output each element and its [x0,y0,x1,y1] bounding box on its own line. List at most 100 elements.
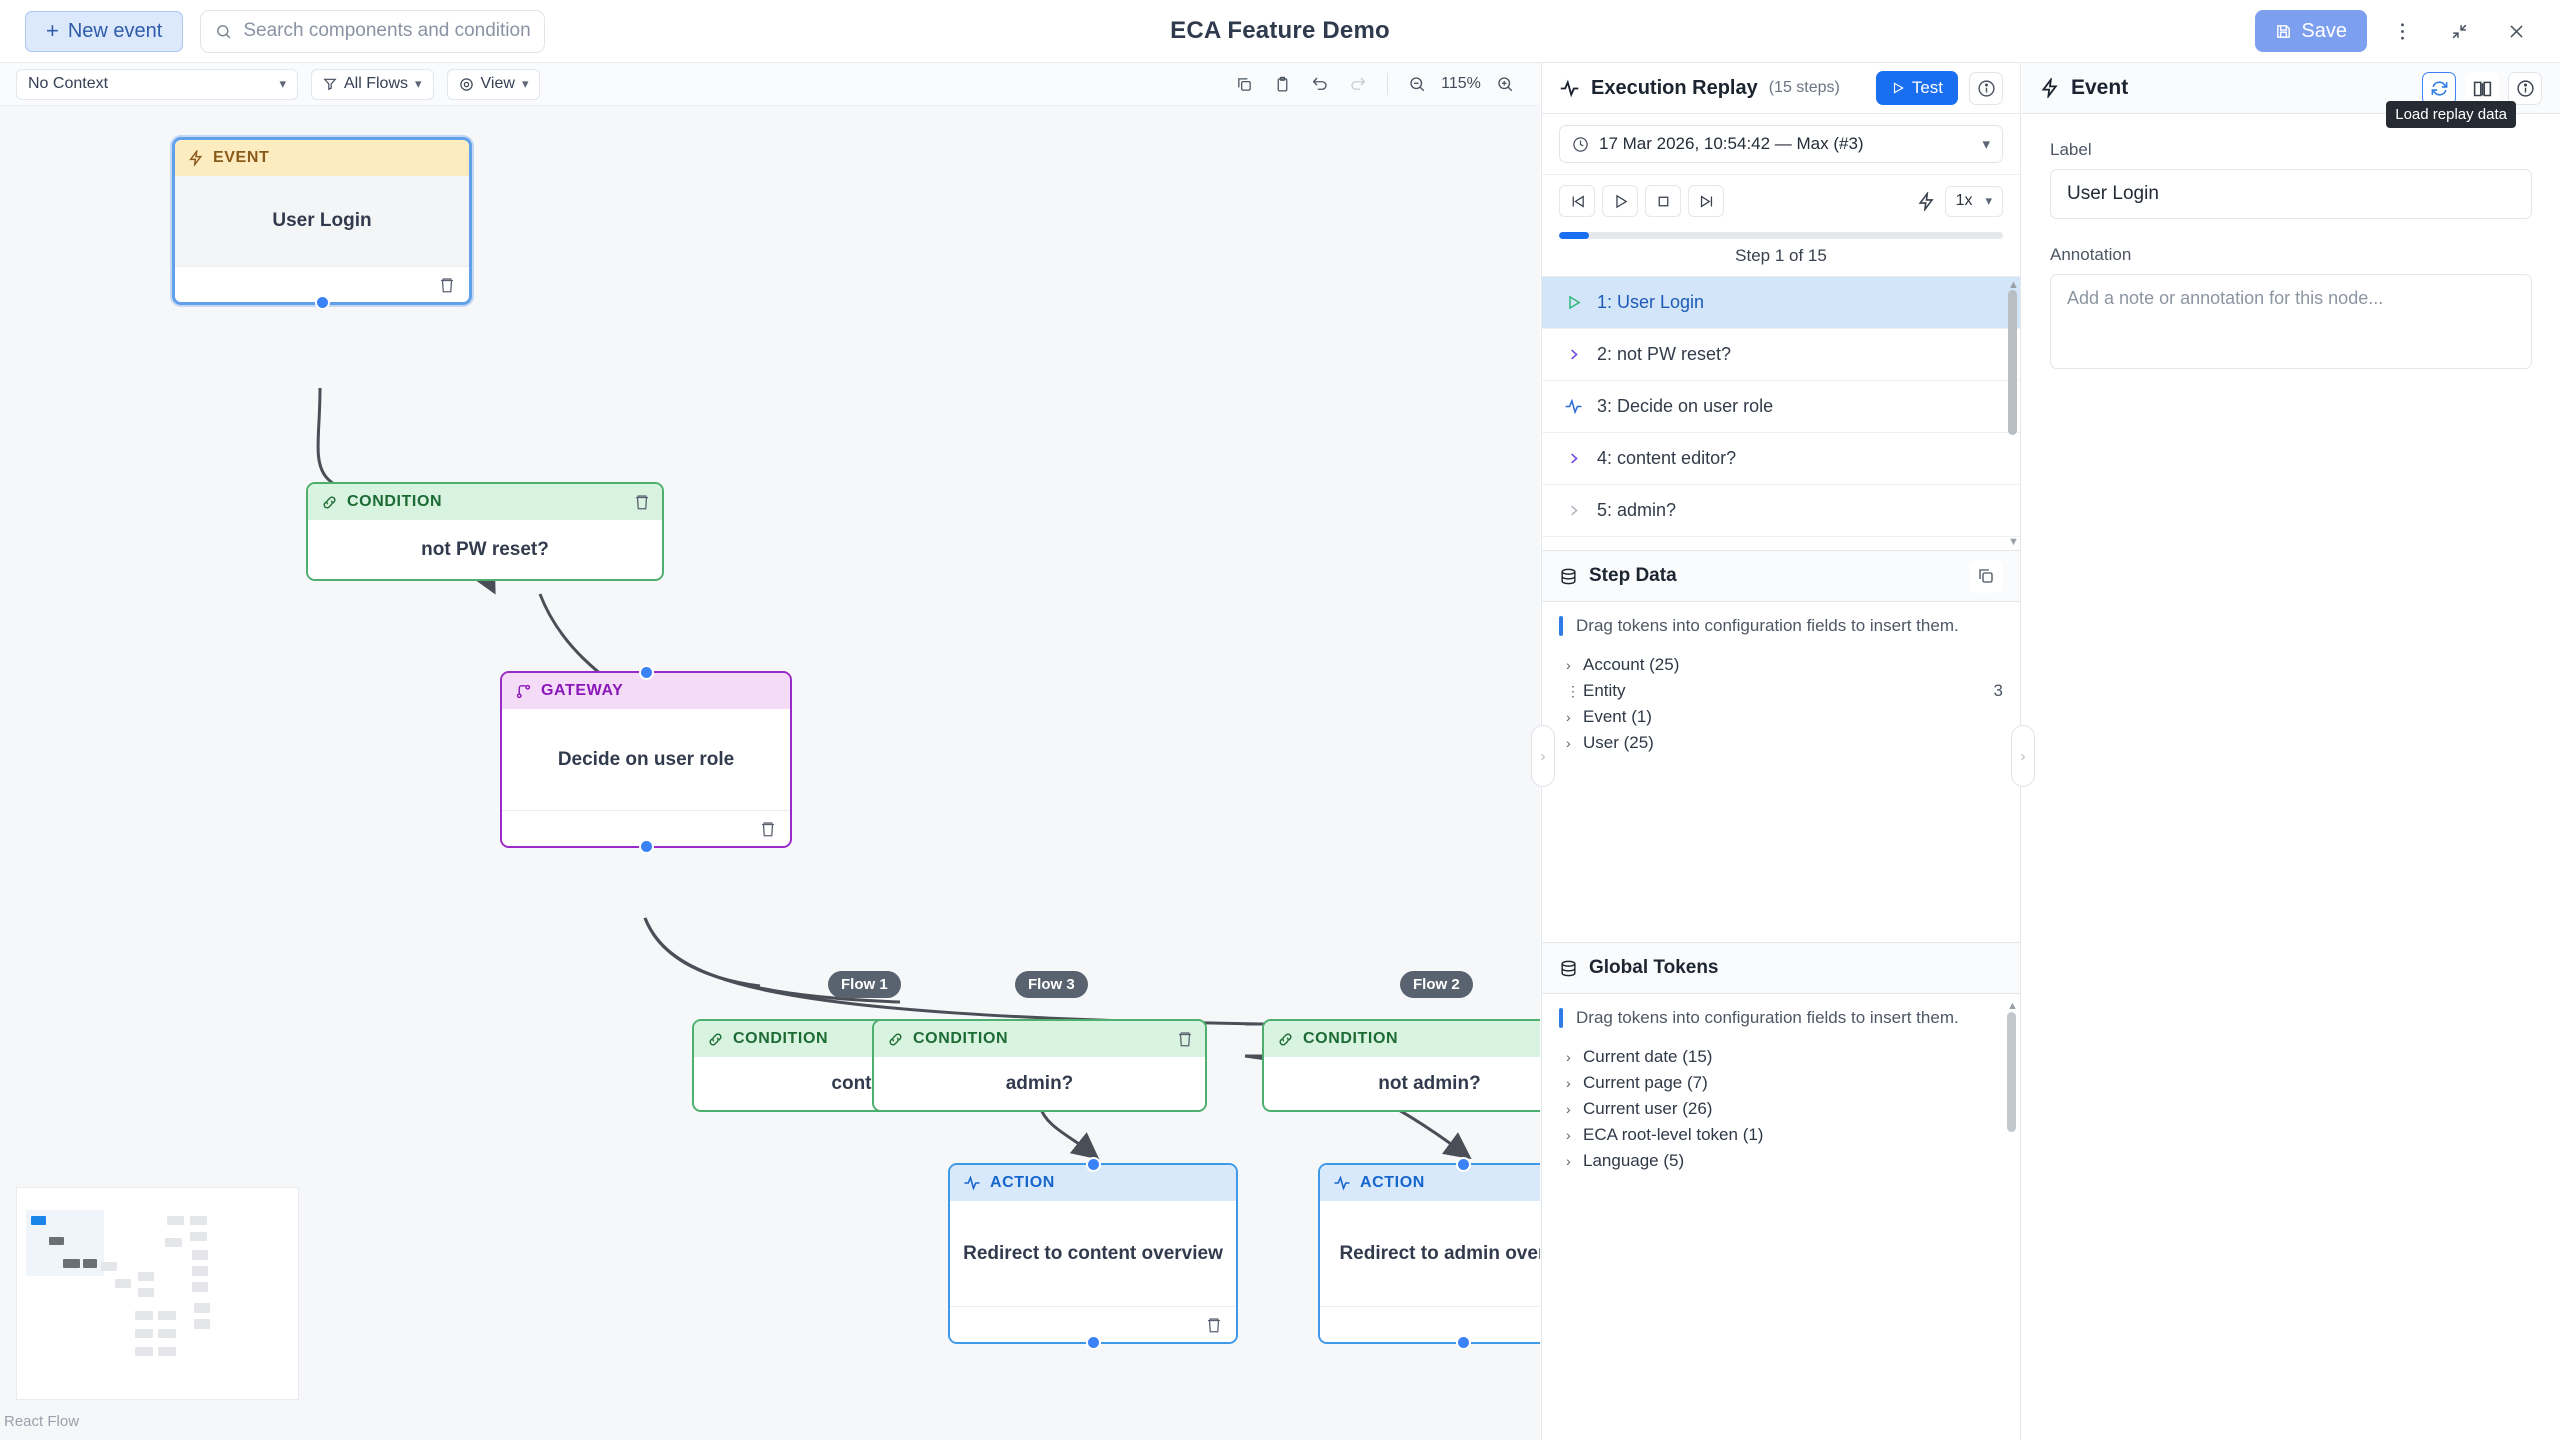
node-type-label: ACTION [990,1174,1055,1191]
save-button[interactable]: Save [2255,10,2367,52]
canvas-toolbar: No Context ▾ All Flows ▾ View ▾ [0,63,1540,106]
scrollbar-thumb[interactable] [2008,290,2017,435]
test-button[interactable]: Test [1875,71,1958,105]
trash-icon[interactable] [438,276,456,294]
run-selector[interactable]: 17 Mar 2026, 10:54:42 — Max (#3) ▾ [1559,125,2003,163]
progress-bar[interactable] [1542,227,2020,239]
node-gateway[interactable]: GATEWAY Decide on user role [500,665,792,854]
chevron-right-icon [1563,451,1583,466]
node-event[interactable]: EVENT User Login [172,137,472,310]
more-menu-button[interactable] [2380,10,2424,52]
annotation-field-group: Annotation [2022,245,2560,374]
stop-button[interactable] [1645,185,1681,217]
play-icon [1615,194,1627,208]
documentation-button[interactable] [2465,71,2499,105]
restart-button[interactable] [1559,185,1595,217]
token-row[interactable]: › ECA root-level token (1) [1542,1122,2020,1148]
flow-badge-3[interactable]: Flow 3 [1015,971,1088,998]
copy-button[interactable] [1227,69,1261,99]
search-input[interactable] [243,20,531,42]
minimap-node [49,1237,64,1245]
minimap-node [158,1329,176,1338]
speed-select[interactable]: 1x ▾ [1944,185,2003,217]
step-list-item[interactable]: 2: not PW reset? [1542,329,2020,381]
undo-button[interactable] [1303,69,1337,99]
step-list-scrollbar[interactable]: ▲ ▼ [2008,279,2019,548]
flow-badge-1[interactable]: Flow 1 [828,971,901,998]
step-list-item[interactable]: 5: admin? [1542,485,2020,537]
view-button[interactable]: View ▾ [446,68,541,100]
node-handle-bottom[interactable] [1085,1335,1101,1350]
zoom-in-button[interactable] [1488,69,1522,99]
minimap-node [167,1216,184,1225]
token-row[interactable]: › Current user (26) [1542,1096,2020,1122]
minimap[interactable] [16,1187,299,1400]
play-button[interactable] [1602,185,1638,217]
node-handle-top[interactable] [638,665,654,680]
node-handle-bottom[interactable] [314,295,330,310]
node-condition-not-pw-reset[interactable]: CONDITION not PW reset? [306,482,664,581]
token-row[interactable]: › Account (25) [1542,652,2020,678]
node-handle-top[interactable] [1085,1157,1101,1172]
token-label: Event (1) [1583,707,1652,726]
trash-icon[interactable] [1176,1030,1194,1048]
context-select[interactable]: No Context ▾ [16,68,298,100]
token-row[interactable]: › Language (5) [1542,1148,2020,1174]
step-list[interactable]: 1: User Login 2: not PW reset? 3: Decide… [1542,276,2020,550]
token-label: Entity [1583,681,1626,700]
scrollbar-thumb[interactable] [2007,1012,2016,1132]
close-button[interactable] [2494,10,2538,52]
play-icon [1893,82,1904,94]
paste-icon [1277,76,1287,92]
flows-filter-button[interactable]: All Flows ▾ [311,68,434,100]
token-row[interactable]: ⋮ Entity 3 [1542,678,2020,704]
step-list-item[interactable]: 4: content editor? [1542,433,2020,485]
scroll-up-arrow[interactable]: ▲ [2008,279,2019,291]
token-row[interactable]: › Current date (15) [1542,1044,2020,1070]
search-box[interactable] [200,9,546,53]
drag-handle-icon[interactable]: ⋮ [1566,682,1580,699]
minimap-node [194,1303,210,1313]
flow-canvas[interactable]: EVENT User Login CONDITION not PW reset? [0,106,1540,1440]
left-panel-resize-grip[interactable]: › [1531,725,1555,787]
step-list-item[interactable]: 3: Decide on user role [1542,381,2020,433]
flow-badge-2[interactable]: Flow 2 [1400,971,1473,998]
scroll-up-arrow[interactable]: ▲ [2007,1000,2018,1012]
node-title: Redirect to content overview [963,1242,1223,1264]
zoom-out-button[interactable] [1400,69,1434,99]
step-data-copy-button[interactable] [1969,559,2003,593]
node-condition-admin[interactable]: CONDITION admin? [872,1019,1207,1112]
label-input[interactable] [2050,169,2532,219]
paste-button[interactable] [1265,69,1299,99]
collapse-button[interactable] [2437,10,2481,52]
step-label: 3: Decide on user role [1597,396,1774,416]
inspector-info-button[interactable] [2508,71,2542,105]
right-panel-resize-grip[interactable]: › [2011,725,2035,787]
trash-icon[interactable] [1205,1316,1223,1334]
annotation-textarea[interactable] [2050,274,2532,369]
replay-header: Execution Replay (15 steps) Test [1542,63,2020,114]
lightning-icon[interactable] [1917,191,1936,211]
step-list-item[interactable]: 1: User Login [1542,277,2020,329]
step-forward-button[interactable] [1688,185,1724,217]
new-event-button[interactable]: + New event [25,10,184,52]
node-action-redirect-content[interactable]: ACTION Redirect to content overview [948,1157,1238,1350]
scroll-down-arrow[interactable]: ▼ [2008,536,2019,548]
node-action-redirect-admin[interactable]: ACTION Redirect to admin overview [1318,1157,1540,1350]
trash-icon[interactable] [633,493,651,511]
zoom-out-icon [1410,77,1425,92]
redo-button[interactable] [1341,69,1375,99]
trash-icon[interactable] [759,820,777,838]
global-tokens-scrollbar[interactable]: ▲ [2007,1000,2018,1436]
step-list-item[interactable]: 6: not admin? [1542,537,2020,550]
token-row[interactable]: › User (25) [1542,730,2020,756]
node-type-label: ACTION [1360,1174,1425,1191]
token-row[interactable]: › Event (1) [1542,704,2020,730]
load-replay-data-button[interactable] [2422,71,2456,105]
replay-info-button[interactable] [1969,71,2003,105]
node-condition-not-admin[interactable]: CONDITION not admin? [1262,1019,1540,1112]
node-handle-bottom[interactable] [638,839,654,854]
token-row[interactable]: › Current page (7) [1542,1070,2020,1096]
node-handle-top[interactable] [1455,1157,1471,1172]
node-handle-bottom[interactable] [1455,1335,1471,1350]
